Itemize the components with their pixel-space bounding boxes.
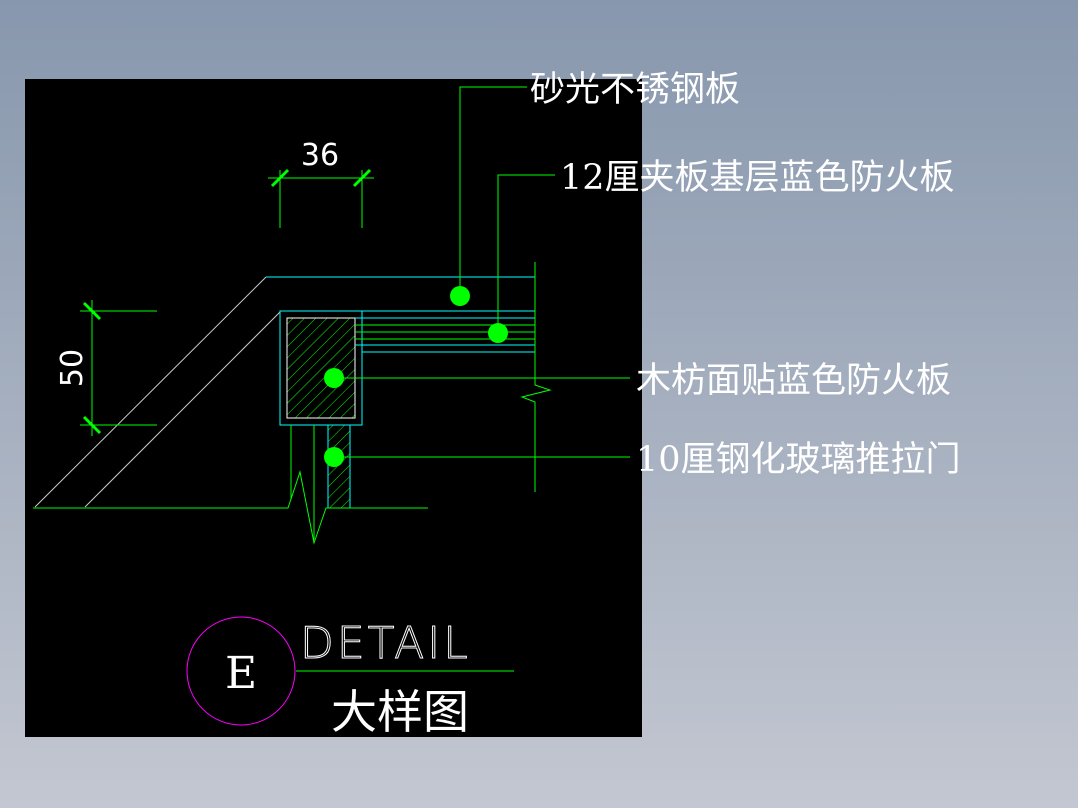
dimension-width — [268, 168, 374, 228]
label-steel: 砂光不锈钢板 — [530, 70, 740, 110]
structure — [33, 262, 552, 545]
leader-dots — [324, 286, 508, 467]
detail-marker-circle — [186, 616, 296, 726]
label-wood: 木枋面贴蓝色防火板 — [636, 361, 951, 401]
dimension-width-label: 36 — [301, 138, 339, 173]
label-plywood: 12厘夹板基层蓝色防火板 — [560, 158, 955, 198]
detail-title: DETAIL — [300, 618, 471, 669]
detail-letter: E — [225, 648, 257, 699]
dimension-height-label: 50 — [55, 349, 90, 387]
label-glass: 10厘钢化玻璃推拉门 — [636, 440, 961, 480]
leaders — [334, 86, 630, 458]
detail-title-cn: 大样图 — [331, 685, 469, 739]
dimension-height — [80, 300, 157, 436]
